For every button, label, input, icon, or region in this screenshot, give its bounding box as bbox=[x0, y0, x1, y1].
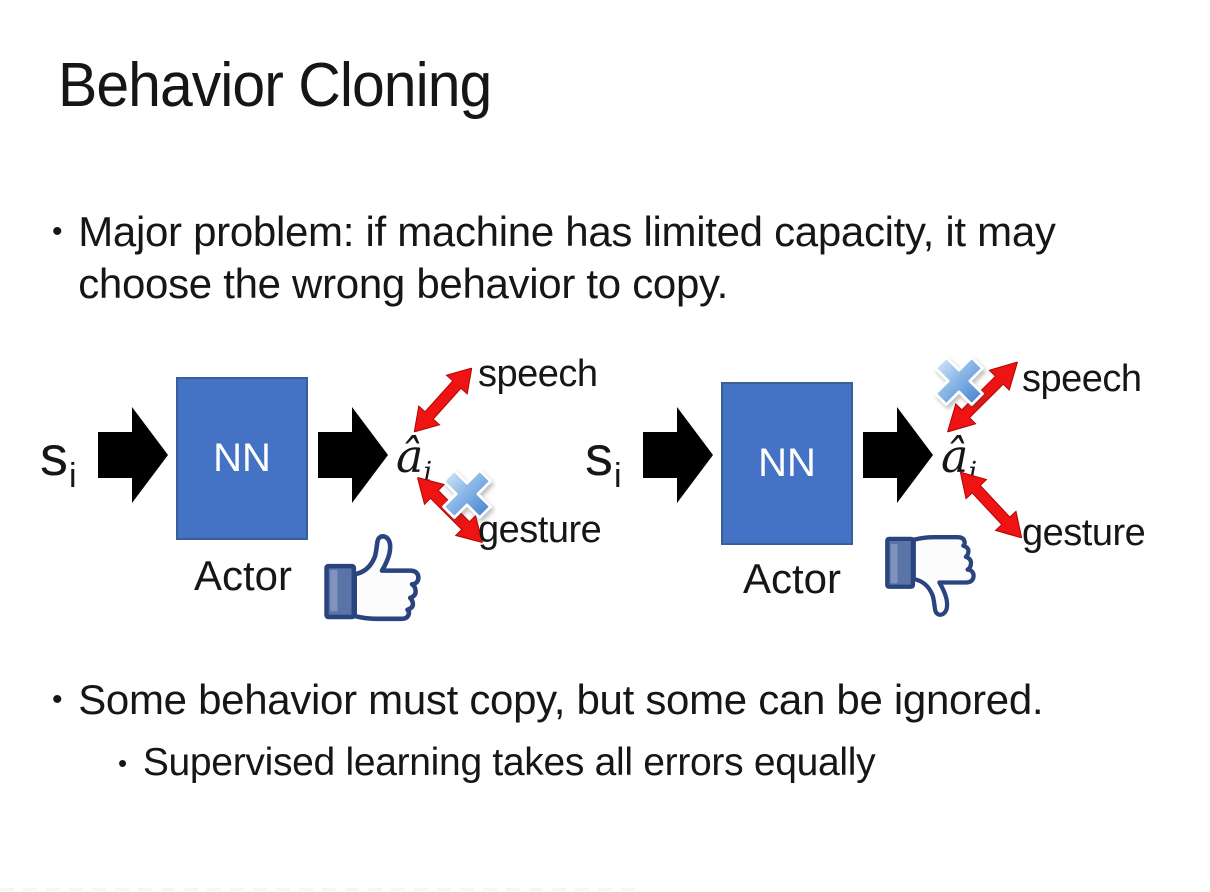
nn-box: NN bbox=[721, 382, 853, 545]
block-arrow-icon bbox=[643, 407, 713, 503]
nn-box-label: NN bbox=[758, 441, 816, 485]
nn-box: NN bbox=[176, 377, 308, 540]
bullet-dot: • bbox=[52, 683, 63, 716]
state-input-label: si bbox=[40, 428, 77, 496]
action-subscript: i bbox=[968, 457, 978, 488]
nn-box-label: NN bbox=[213, 436, 271, 480]
action-output-label: âi bbox=[396, 432, 432, 488]
gesture-label: gesture bbox=[478, 509, 602, 551]
action-subscript: i bbox=[423, 457, 433, 488]
speech-label: speech bbox=[1022, 358, 1142, 400]
state-input-label: si bbox=[585, 428, 622, 496]
block-arrow-icon bbox=[863, 407, 933, 503]
thumbs-up-icon bbox=[322, 531, 422, 623]
scan-noise-line bbox=[0, 888, 640, 891]
state-symbol: s bbox=[40, 424, 68, 487]
actor-label: Actor bbox=[743, 555, 842, 602]
cross-icon bbox=[934, 356, 984, 406]
double-arrow-icon bbox=[959, 471, 1023, 539]
bullet-supervised: • Supervised learning takes all errors e… bbox=[118, 739, 876, 787]
state-subscript: i bbox=[69, 457, 77, 495]
double-arrow-icon bbox=[413, 367, 473, 433]
bullet-some-behavior-text: Some behavior must copy, but some can be… bbox=[78, 676, 1044, 723]
behavior-diagram-right: si NN âi speech gesture Actor bbox=[545, 340, 1205, 645]
bullet-some-behavior: • Some behavior must copy, but some can … bbox=[52, 674, 1172, 726]
block-arrow-icon bbox=[318, 407, 388, 503]
cross-icon bbox=[442, 469, 492, 519]
action-symbol: â bbox=[396, 429, 424, 483]
slide-title: Behavior Cloning bbox=[58, 51, 492, 120]
actor-label: Actor bbox=[194, 552, 293, 599]
bullet-major-problem-text: Major problem: if machine has limited ca… bbox=[78, 208, 1056, 307]
gesture-label: gesture bbox=[1022, 512, 1146, 554]
bullet-dot: • bbox=[52, 215, 63, 248]
thumbs-down-icon bbox=[883, 533, 977, 620]
bullet-major-problem: • Major problem: if machine has limited … bbox=[52, 206, 1058, 310]
speech-label: speech bbox=[478, 353, 598, 395]
double-arrow-icon bbox=[946, 361, 1019, 433]
action-symbol: â bbox=[941, 429, 969, 483]
bullet-supervised-text: Supervised learning takes all errors equ… bbox=[142, 741, 876, 784]
action-output-label: âi bbox=[941, 432, 977, 488]
block-arrow-icon bbox=[98, 407, 168, 503]
state-subscript: i bbox=[614, 457, 622, 495]
behavior-diagram-left: si NN âi speech gesture Actor bbox=[0, 340, 660, 645]
bullet-dot: • bbox=[118, 748, 127, 778]
state-symbol: s bbox=[585, 424, 613, 487]
